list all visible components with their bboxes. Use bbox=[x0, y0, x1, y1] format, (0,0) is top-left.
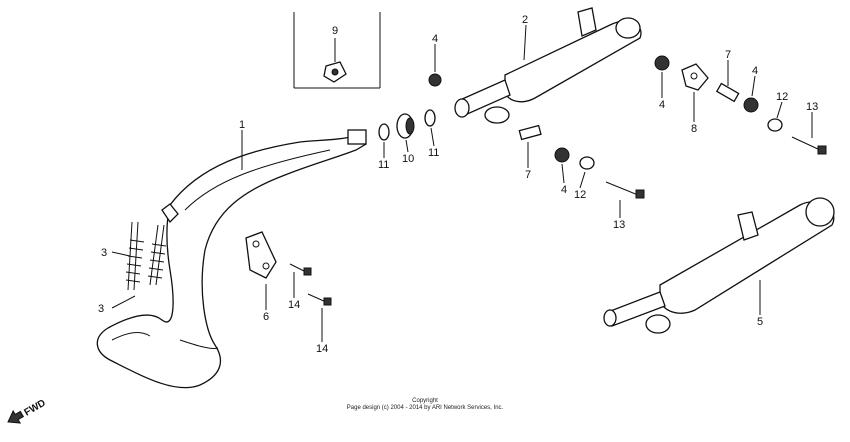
label-part-12: 12 bbox=[574, 189, 586, 201]
label-part-2: 2 bbox=[522, 14, 528, 26]
part-5-silencer-lower bbox=[603, 197, 835, 334]
part-labels: 1 2 3 3 4 4 4 4 5 6 7 7 8 9 10 11 11 12 … bbox=[98, 14, 818, 355]
part-12-washers bbox=[579, 118, 783, 170]
label-part-13: 13 bbox=[806, 101, 818, 113]
fwd-arrow: FWD bbox=[7, 398, 48, 424]
copyright-title: Copyright bbox=[412, 398, 438, 404]
label-part-1: 1 bbox=[239, 119, 245, 131]
part-4-nuts bbox=[428, 55, 759, 163]
label-part-12: 12 bbox=[776, 91, 788, 103]
label-part-11: 11 bbox=[428, 147, 439, 159]
label-part-10: 10 bbox=[402, 153, 414, 165]
label-part-4: 4 bbox=[659, 99, 665, 111]
label-part-13: 13 bbox=[613, 219, 625, 231]
part-6-bracket bbox=[245, 231, 277, 279]
copyright-text: Page design (c) 2004 - 2014 by ARI Netwo… bbox=[346, 405, 504, 411]
copyright-notice: Copyright Page design (c) 2004 - 2014 by… bbox=[300, 398, 550, 412]
part-3-springs bbox=[125, 221, 167, 291]
label-part-4: 4 bbox=[561, 184, 567, 196]
part-9-grommet bbox=[323, 61, 347, 83]
part-1-expansion-chamber bbox=[96, 129, 367, 389]
part-14-bolts bbox=[289, 263, 332, 306]
label-part-7: 7 bbox=[725, 49, 731, 61]
label-part-7: 7 bbox=[525, 169, 531, 181]
label-part-14: 14 bbox=[316, 343, 328, 355]
label-part-5: 5 bbox=[757, 316, 763, 328]
inset-box bbox=[293, 12, 381, 89]
label-part-4: 4 bbox=[752, 65, 758, 77]
label-part-6: 6 bbox=[263, 311, 269, 323]
fwd-label: FWD bbox=[22, 398, 47, 419]
leader-lines bbox=[111, 24, 813, 342]
label-part-9: 9 bbox=[332, 25, 338, 37]
fwd-arrow-icon bbox=[7, 409, 25, 424]
part-2-silencer-upper bbox=[454, 7, 642, 124]
label-part-11: 11 bbox=[378, 159, 389, 171]
part-7-collars bbox=[518, 82, 740, 141]
part-10-gasket bbox=[396, 113, 415, 139]
label-part-14: 14 bbox=[288, 299, 300, 311]
label-part-4: 4 bbox=[432, 33, 438, 45]
label-part-3: 3 bbox=[101, 247, 107, 259]
part-13-bolts bbox=[605, 136, 827, 199]
part-11-washers bbox=[378, 109, 436, 141]
label-part-3: 3 bbox=[98, 303, 104, 315]
part-8-clamp bbox=[681, 63, 709, 91]
label-part-8: 8 bbox=[691, 123, 697, 135]
